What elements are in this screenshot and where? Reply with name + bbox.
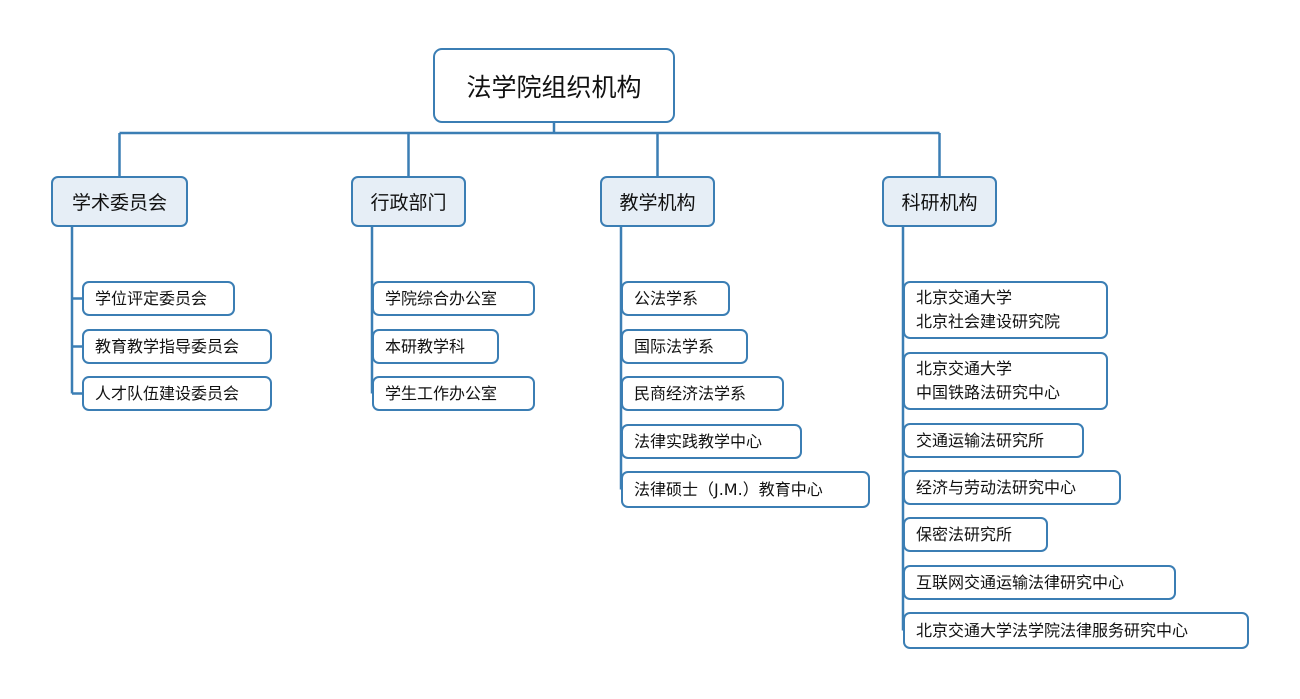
leaf-node: 保密法研究所 <box>903 517 1048 552</box>
leaf-label: 人才队伍建设委员会 <box>95 383 240 403</box>
leaf-node: 北京交通大学法学院法律服务研究中心 <box>903 612 1249 649</box>
leaf-node: 法律实践教学中心 <box>621 424 802 459</box>
leaf-node: 互联网交通运输法律研究中心 <box>903 565 1176 600</box>
leaf-label: 学位评定委员会 <box>95 288 208 308</box>
category-node-2: 行政部门 <box>351 176 466 227</box>
leaf-label: 国际法学系 <box>634 336 715 356</box>
leaf-node: 国际法学系 <box>621 329 748 364</box>
leaf-label: 北京交通大学法学院法律服务研究中心 <box>916 620 1189 640</box>
leaf-label-line: 北京交通大学 <box>916 359 1013 378</box>
leaf-node: 北京交通大学北京社会建设研究院 <box>903 281 1108 339</box>
leaf-node: 学院综合办公室 <box>372 281 535 316</box>
leaf-label: 经济与劳动法研究中心 <box>916 477 1077 497</box>
leaf-label: 交通运输法研究所 <box>916 430 1045 450</box>
leaf-label: 法律硕士（J.M.）教育中心 <box>634 479 823 499</box>
leaf-label: 学院综合办公室 <box>385 288 498 308</box>
leaf-label: 保密法研究所 <box>916 524 1013 544</box>
leaf-node: 法律硕士（J.M.）教育中心 <box>621 471 870 508</box>
category-node-3: 教学机构 <box>600 176 715 227</box>
leaf-label: 教育教学指导委员会 <box>95 336 240 356</box>
root-label: 法学院组织机构 <box>466 72 642 102</box>
leaf-label-line: 北京交通大学 <box>916 288 1013 307</box>
root-node: 法学院组织机构 <box>433 48 675 123</box>
leaf-label: 互联网交通运输法律研究中心 <box>916 572 1125 592</box>
category-label: 学术委员会 <box>71 192 167 214</box>
leaf-node: 民商经济法学系 <box>621 376 784 411</box>
leaf-node: 交通运输法研究所 <box>903 423 1084 458</box>
leaf-label-line: 北京社会建设研究院 <box>916 312 1061 331</box>
leaf-node: 经济与劳动法研究中心 <box>903 470 1121 505</box>
leaf-node: 教育教学指导委员会 <box>82 329 272 364</box>
category-label: 教学机构 <box>619 192 696 214</box>
leaf-node: 学位评定委员会 <box>82 281 235 316</box>
leaf-label: 民商经济法学系 <box>634 383 747 403</box>
leaf-node: 学生工作办公室 <box>372 376 535 411</box>
leaf-node: 人才队伍建设委员会 <box>82 376 272 411</box>
leaf-label: 学生工作办公室 <box>385 383 498 403</box>
leaf-label-line: 中国铁路法研究中心 <box>916 383 1061 402</box>
leaf-label: 公法学系 <box>634 288 699 308</box>
leaf-label: 本研教学科 <box>385 336 466 356</box>
category-label: 科研机构 <box>901 192 978 214</box>
category-label: 行政部门 <box>370 192 447 214</box>
leaf-label: 法律实践教学中心 <box>634 431 763 451</box>
leaf-node: 北京交通大学中国铁路法研究中心 <box>903 352 1108 410</box>
category-node-1: 学术委员会 <box>51 176 188 227</box>
leaf-node: 本研教学科 <box>372 329 499 364</box>
leaf-node: 公法学系 <box>621 281 730 316</box>
category-node-4: 科研机构 <box>882 176 997 227</box>
